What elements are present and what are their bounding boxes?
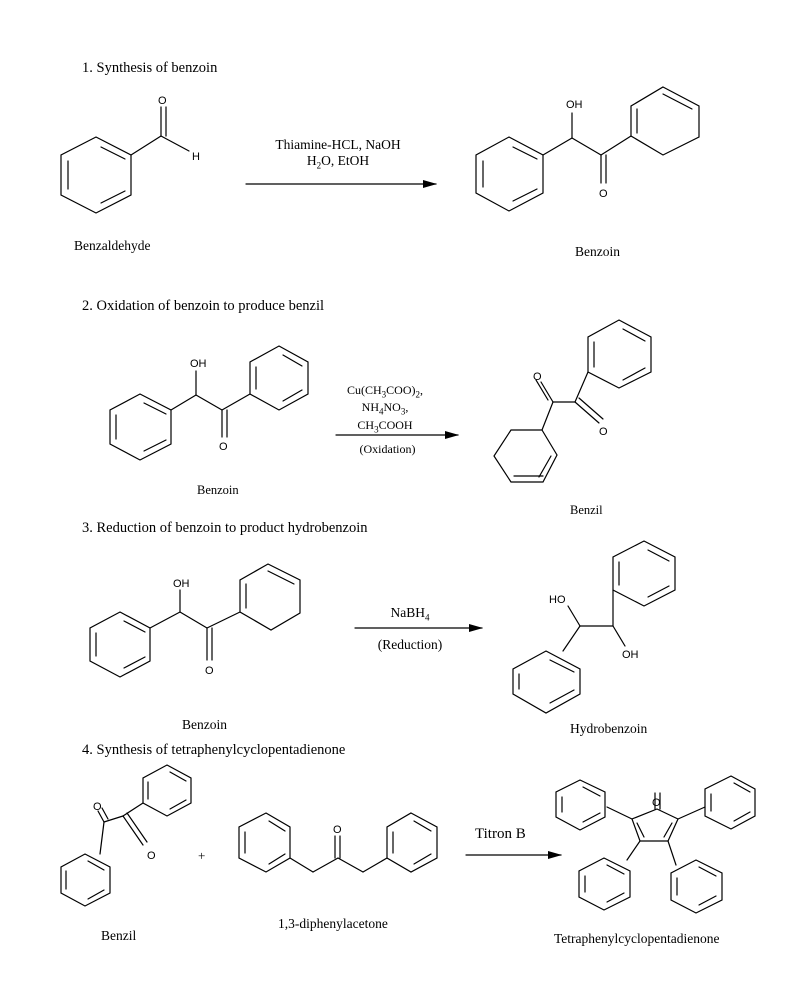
reduction-note: (Reduction) — [377, 637, 443, 652]
benzil-reactant-label: Benzil — [101, 928, 137, 943]
atom-oh: OH — [190, 358, 207, 370]
reagent-acetic: CH3COOH — [357, 417, 413, 435]
benzil-structure-2: O O — [493, 319, 652, 483]
atom-o: O — [147, 850, 156, 862]
atom-oh: OH — [566, 99, 583, 111]
tetraphenylcyclopentadienone-label: Tetraphenylcyclopentadienone — [554, 931, 720, 946]
benzoin-structure-2: OH O — [109, 345, 309, 461]
benzoin-structure-3: OH O — [89, 563, 301, 678]
reagent-line-solvents: H2O, EtOH — [306, 153, 370, 171]
atom-oh: OH — [173, 578, 190, 590]
diphenylacetone-label: 1,3-diphenylacetone — [278, 916, 388, 931]
hydrobenzoin-label: Hydrobenzoin — [570, 721, 648, 736]
reagent-nh4no3: NH4NO3, — [361, 400, 409, 417]
benzoin-product-label: Benzoin — [575, 244, 620, 259]
plus-sign: + — [198, 848, 206, 863]
atom-o: O — [205, 665, 214, 677]
atom-o: O — [652, 797, 661, 809]
tetraphenylcyclopentadienone-structure: O — [555, 775, 756, 914]
reagent-nabh4: NaBH4 — [390, 605, 430, 623]
reagent-copper: Cu(CH3COO)2, NH4NO3, CH3COOH — [320, 383, 450, 436]
section-1-title: 1. Synthesis of benzoin — [82, 60, 218, 76]
benzoin-structure-1: OH O — [475, 86, 700, 212]
titron-b-reagent: Titron B — [475, 826, 526, 842]
reagent-cu: Cu(CH3COO)2, — [346, 383, 423, 400]
diphenylacetone-structure: O — [238, 812, 438, 873]
atom-o: O — [533, 371, 542, 383]
atom-oh: OH — [622, 649, 639, 661]
atom-o: O — [93, 801, 102, 813]
benzaldehyde-structure: O H — [60, 95, 200, 214]
benzaldehyde-label: Benzaldehyde — [74, 238, 151, 253]
section-3-title: 3. Reduction of benzoin to product hydro… — [82, 520, 368, 536]
atom-o: O — [599, 188, 608, 200]
section-2-title: 2. Oxidation of benzoin to produce benzi… — [82, 298, 325, 314]
benzoin-reactant-label-2: Benzoin — [197, 483, 239, 497]
atom-o: O — [333, 824, 342, 836]
benzoin-reactant-label-3: Benzoin — [182, 717, 227, 732]
benzil-product-label: Benzil — [570, 503, 603, 517]
atom-o: O — [219, 441, 228, 453]
benzil-structure-4: O O — [60, 764, 192, 907]
hydrobenzoin-structure: HO OH — [512, 540, 676, 714]
section-4-title: 4. Synthesis of tetraphenylcyclopentadie… — [82, 742, 346, 758]
atom-h: H — [192, 151, 200, 163]
atom-ho: HO — [549, 594, 566, 606]
reagent-thiamine: Thiamine-HCL, NaOH H2O, EtOH — [248, 137, 428, 174]
oxidation-note: (Oxidation) — [359, 442, 416, 456]
atom-o: O — [599, 426, 608, 438]
atom-o: O — [158, 95, 167, 107]
reagent-line: Thiamine-HCL, NaOH — [275, 137, 401, 152]
